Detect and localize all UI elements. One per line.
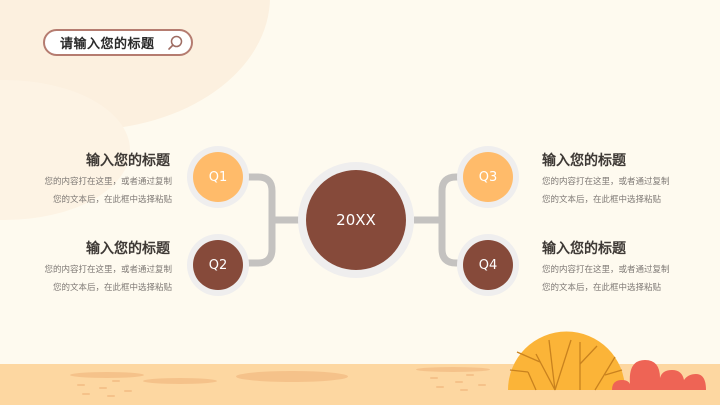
block-title-q1: 输入您的标题 <box>86 153 170 169</box>
node-q1[interactable]: Q1 <box>193 152 243 202</box>
search-bar[interactable]: 请输入您的标题 <box>43 29 193 56</box>
ground-puddle <box>143 378 217 384</box>
node-q3[interactable]: Q3 <box>463 152 513 202</box>
block-desc-q2: 您的内容打在这里，或者通过复制 您的文本后，在此框中选择粘贴 <box>44 265 172 293</box>
bush-decoration <box>508 331 706 391</box>
node-q3-label: Q3 <box>478 169 498 185</box>
ground-dash <box>77 384 85 386</box>
block-desc-q1: 您的内容打在这里，或者通过复制 您的文本后，在此框中选择粘贴 <box>44 177 172 205</box>
node-q2[interactable]: Q2 <box>193 240 243 290</box>
ground-dash <box>82 393 90 395</box>
center-node[interactable]: 20XX <box>306 170 406 270</box>
connector-right <box>414 173 474 267</box>
ground-dash <box>466 374 474 376</box>
node-q2-label: Q2 <box>208 257 228 273</box>
node-q4[interactable]: Q4 <box>463 240 513 290</box>
node-q1-label: Q1 <box>208 169 228 185</box>
block-desc-q3: 您的内容打在这里，或者通过复制 您的文本后，在此框中选择粘贴 <box>542 177 670 205</box>
ground-puddle <box>70 372 144 378</box>
center-label: 20XX <box>336 211 376 229</box>
block-title-q2: 输入您的标题 <box>86 241 170 257</box>
ground-dash <box>107 395 115 397</box>
ground-puddle <box>416 367 490 372</box>
block-title-q3: 输入您的标题 <box>542 153 626 169</box>
ground-dash <box>124 390 132 392</box>
ground-dash <box>430 377 438 379</box>
search-icon[interactable] <box>167 35 183 51</box>
ground-dash <box>455 381 463 383</box>
ground-dash <box>99 387 107 389</box>
ground-dash <box>460 389 468 391</box>
search-input[interactable]: 请输入您的标题 <box>60 37 155 52</box>
node-q4-label: Q4 <box>478 257 498 273</box>
ground-dash <box>478 384 486 386</box>
block-title-q4: 输入您的标题 <box>542 241 626 257</box>
ground-puddle <box>236 371 348 382</box>
ground-dash <box>112 380 120 382</box>
connector-left <box>240 173 300 267</box>
block-desc-q4: 您的内容打在这里，或者通过复制 您的文本后，在此框中选择粘贴 <box>542 265 670 293</box>
ground-dash <box>436 386 444 388</box>
